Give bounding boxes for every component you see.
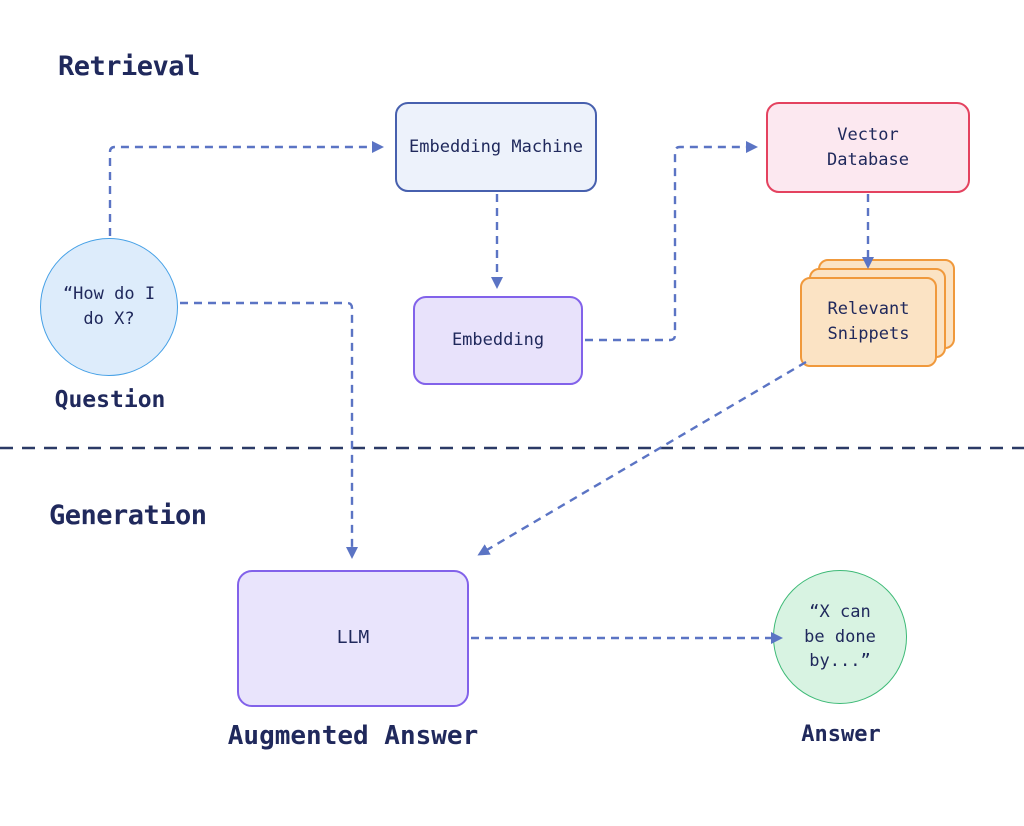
node-answer: “X can be done by...”	[773, 570, 907, 704]
arrow-embedding-to-vector-database	[585, 141, 758, 342]
answer-label: Answer	[801, 722, 881, 747]
section-title-generation: Generation	[49, 500, 207, 531]
arrow-snippets-to-llm	[477, 360, 807, 556]
arrow-question-to-embedding-machine	[108, 141, 384, 236]
node-relevant-snippets-text: Relevant Snippets	[827, 299, 910, 344]
augmented-answer-label: Augmented Answer	[227, 721, 479, 751]
node-llm: LLM	[237, 570, 469, 707]
node-answer-text: “X can be done by...”	[804, 602, 876, 672]
node-embedding-machine-text: Embedding Machine	[409, 136, 583, 157]
node-vector-database: Vector Database	[766, 102, 970, 193]
node-question: “How do I do X?	[40, 238, 178, 376]
node-embedding-text: Embedding	[451, 330, 545, 351]
node-embedding: Embedding	[413, 296, 583, 385]
node-llm-text: LLM	[336, 627, 370, 649]
node-embedding-machine: Embedding Machine	[395, 102, 597, 192]
section-title-retrieval: Retrieval	[58, 51, 200, 82]
node-relevant-snippets: Relevant Snippets	[800, 277, 937, 367]
node-question-text: “How do I do X?	[62, 284, 156, 329]
node-vector-database-text: Vector Database	[827, 124, 909, 170]
question-label: Question	[54, 387, 166, 413]
